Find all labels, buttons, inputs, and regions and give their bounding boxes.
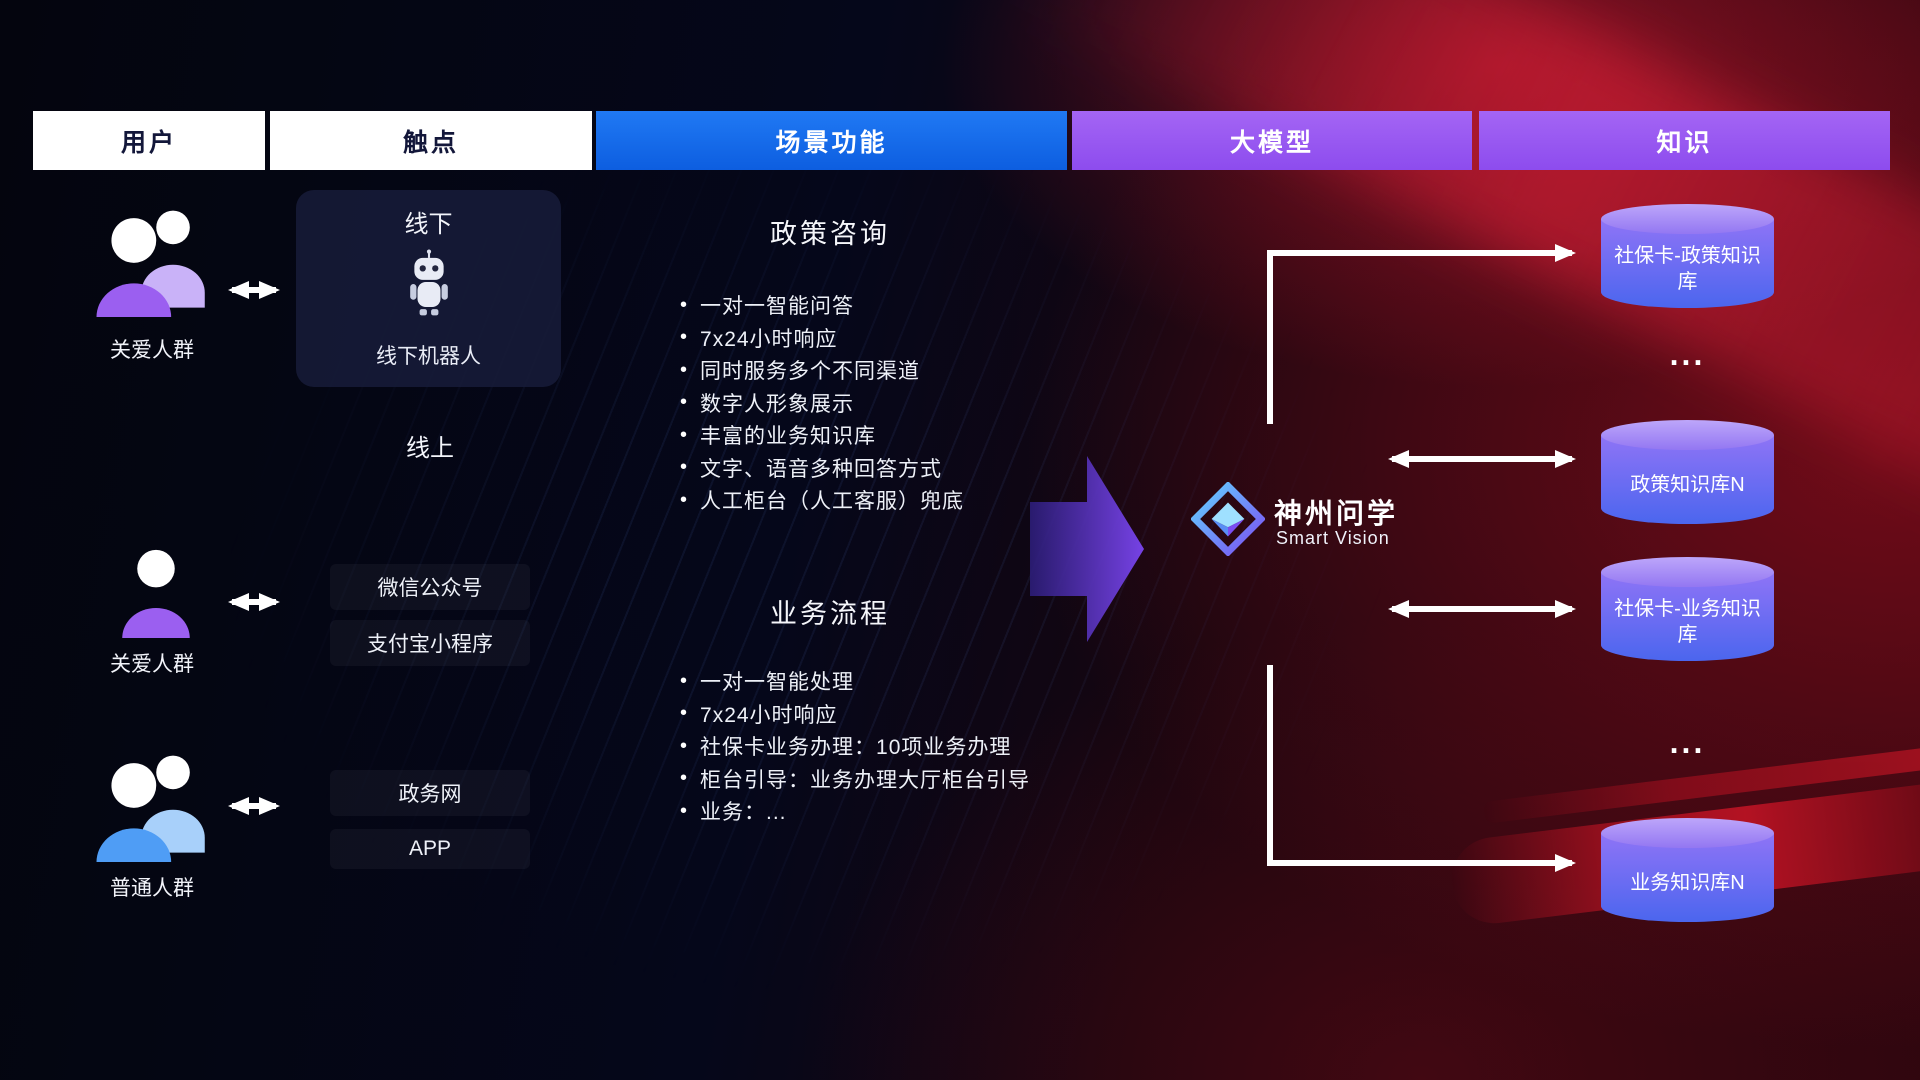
ellipsis-more: ... [1669,724,1706,760]
group-users-icon [85,205,220,322]
list-item: 社保卡业务办理：10项业务办理 [680,730,1160,763]
robot-icon [296,242,561,324]
cylinder-top [1601,818,1774,848]
column-header-model: 大模型 [1072,111,1472,170]
offline-touchpoint-card: 线下 线下机器人 [296,190,561,387]
flow-arrow-right-icon [1030,438,1144,665]
scenario-business-list: 一对一智能处理 7x24小时响应 社保卡业务办理：10项业务办理 柜台引导：业务… [680,665,1160,828]
database-label: 社保卡-业务知识库 [1614,597,1761,646]
list-item: 数字人形象展示 [680,387,1160,420]
cylinder-top [1601,557,1774,587]
database-label: 政策知识库N [1630,473,1745,496]
column-header-knowledge-label: 知识 [1656,128,1713,157]
column-header-touchpoints: 触点 [270,111,592,170]
cylinder-body: 业务知识库N [1601,833,1774,922]
cylinder-top [1601,204,1774,234]
channel-alipay: 支付宝小程序 [330,620,530,666]
user-group-label: 关爱人群 [110,339,194,362]
scenario-title-business: 业务流程 [770,599,890,629]
list-item: 文字、语音多种回答方式 [680,452,1160,485]
list-item: 业务：... [680,795,1160,828]
list-item: 7x24小时响应 [680,322,1160,355]
ellipsis-more: ... [1669,336,1706,372]
column-header-scenarios: 场景功能 [596,111,1067,170]
scenario-title-policy: 政策咨询 [770,219,890,249]
list-item: 一对一智能问答 [680,289,1160,322]
database-label: 业务知识库N [1630,871,1745,894]
offline-robot-label: 线下机器人 [376,345,481,368]
channel-wechat: 微信公众号 [330,564,530,610]
list-item: 同时服务多个不同渠道 [680,354,1160,387]
column-header-model-label: 大模型 [1229,128,1314,157]
list-item: 丰富的业务知识库 [680,419,1160,452]
column-header-knowledge: 知识 [1479,111,1890,170]
column-header-users-label: 用户 [120,128,177,157]
database-cylinder: 政策知识库N [1601,420,1774,524]
list-item: 7x24小时响应 [680,698,1160,731]
group-users-icon [85,750,220,867]
offline-title: 线下 [404,211,453,238]
cylinder-body: 社保卡-业务知识库 [1601,572,1774,661]
brand-name: 神州问学 [1274,498,1399,529]
database-label: 社保卡-政策知识库 [1614,244,1761,293]
column-header-scenarios-label: 场景功能 [775,128,888,157]
list-item: 人工柜台（人工客服）兜底 [680,484,1160,517]
column-header-users: 用户 [33,111,265,170]
brand-diamond-icon [1190,481,1266,561]
list-item: 柜台引导：业务办理大厅柜台引导 [680,763,1160,796]
cylinder-top [1601,420,1774,450]
database-cylinder: 社保卡-业务知识库 [1601,557,1774,661]
user-group-label: 普通人群 [110,877,194,900]
user-group-label: 关爱人群 [110,653,194,676]
list-item: 一对一智能处理 [680,665,1160,698]
column-header-touchpoints-label: 触点 [402,128,459,157]
channel-app: APP [330,829,530,869]
scenario-policy-list: 一对一智能问答 7x24小时响应 同时服务多个不同渠道 数字人形象展示 丰富的业… [680,289,1160,517]
online-label: 线上 [406,435,454,462]
database-cylinder: 社保卡-政策知识库 [1601,204,1774,308]
database-cylinder: 业务知识库N [1601,818,1774,922]
channel-gov-web: 政务网 [330,770,530,816]
brand-subtitle: Smart Vision [1276,528,1390,548]
person-icon [118,548,194,643]
